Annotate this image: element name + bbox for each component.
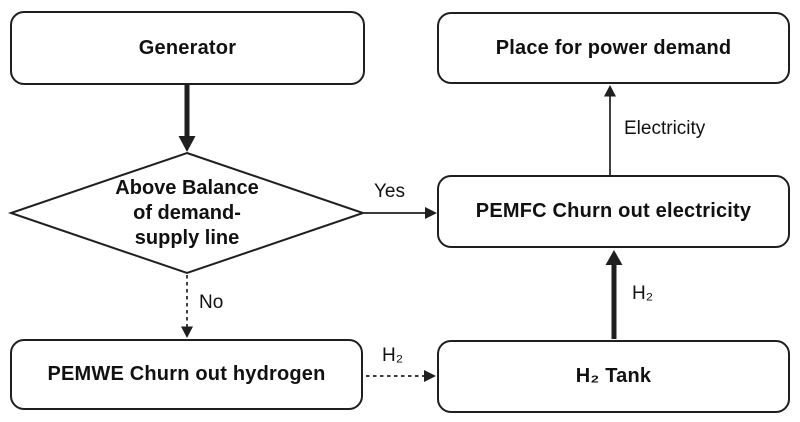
pemwe-node: PEMWE Churn out hydrogen <box>10 339 363 410</box>
decision-diamond-shape <box>7 151 367 275</box>
generator-node: Generator <box>10 11 365 85</box>
power-demand-label: Place for power demand <box>495 36 732 59</box>
arrow-h2-tank-to-pemfc <box>605 250 623 339</box>
h2-label-tank-to-pemfc: H₂ <box>632 283 654 304</box>
arrow-generator-to-decision <box>178 85 196 152</box>
h2-tank-node: H₂ Tank <box>437 340 790 413</box>
generator-label: Generator <box>138 36 237 59</box>
pemwe-label: PEMWE Churn out hydrogen <box>47 363 326 385</box>
arrow-decision-no-to-pemwe <box>181 275 193 338</box>
h2-label-pemwe-to-tank: H₂ <box>382 345 404 366</box>
no-label: No <box>199 292 224 313</box>
power-demand-node: Place for power demand <box>437 12 790 84</box>
electricity-label: Electricity <box>624 118 706 139</box>
pemfc-label: PEMFC Churn out electricity <box>475 200 752 222</box>
h2-tank-label: H₂ Tank <box>575 365 652 387</box>
arrow-decision-yes-to-pemfc <box>364 207 437 219</box>
yes-label: Yes <box>374 181 405 202</box>
arrow-pemfc-to-power-demand <box>604 85 616 175</box>
pemfc-node: PEMFC Churn out electricity <box>437 175 790 248</box>
arrow-pemwe-to-h2-tank <box>366 370 436 382</box>
decision-label: Above Balance of demand- supply line <box>115 177 259 249</box>
